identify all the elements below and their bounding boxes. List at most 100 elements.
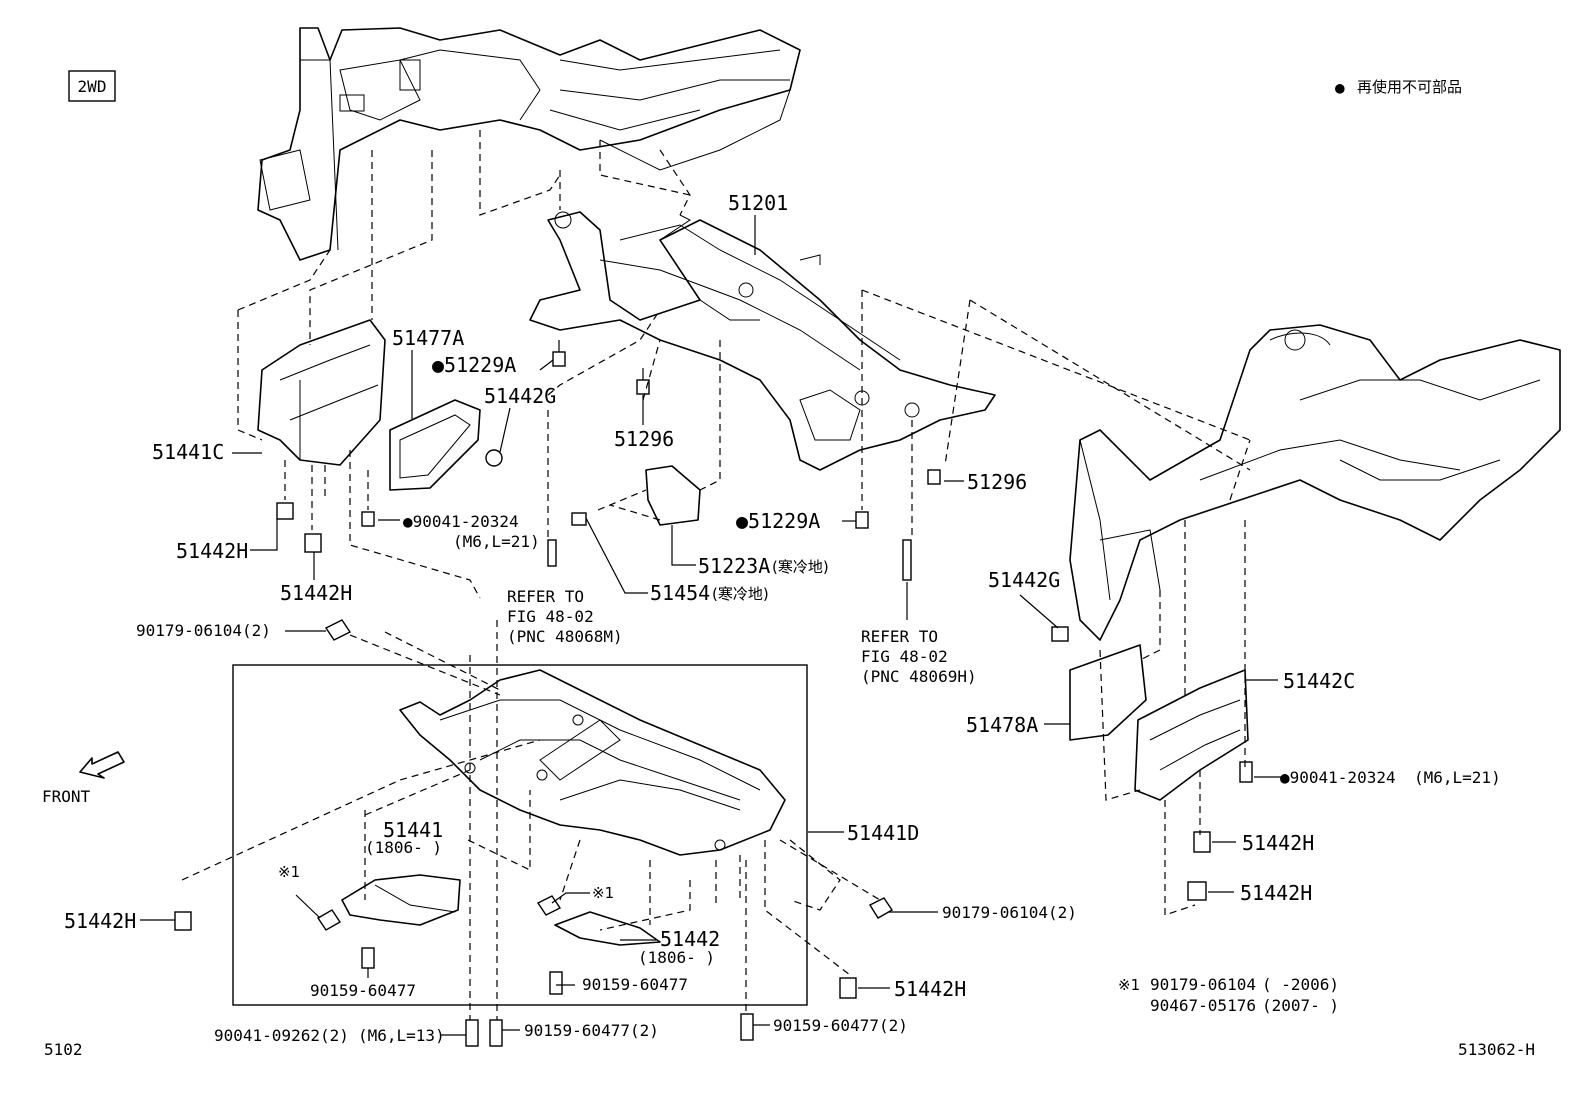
bolt-icon	[304, 533, 322, 553]
callout-90159-60477-b: 90159-60477	[582, 975, 688, 994]
bolt-icon	[552, 340, 566, 367]
leader-lines	[140, 215, 1284, 1036]
callout-51442h-f: 51442H	[894, 977, 966, 1001]
bolt-icon	[1193, 831, 1211, 853]
clip-icon	[536, 895, 562, 916]
callout-90041-20324-left-spec: (M6,L=21)	[453, 532, 540, 551]
bolt-icon	[927, 469, 941, 485]
bolt-icon	[174, 911, 192, 931]
bolt-icon	[547, 539, 557, 567]
refer-right-line1: REFER TO	[861, 627, 938, 646]
callout-51442h-a: 51442H	[176, 539, 248, 563]
bolt-icon	[549, 971, 563, 995]
variant-badge-text: 2WD	[78, 77, 107, 96]
legend: ● 再使用不可部品	[1335, 78, 1462, 97]
callout-51296-left: 51296	[614, 427, 674, 451]
figure-id: 513062-H	[1458, 1040, 1535, 1059]
callout-51441-range: (1806- )	[365, 838, 442, 857]
page-ref: 5102	[44, 1040, 83, 1059]
callout-51441d: 51441D	[847, 821, 919, 845]
refer-right-line2: FIG 48-02	[861, 647, 948, 666]
crossmember-51201	[529, 211, 996, 471]
bolt-icon	[276, 502, 294, 520]
callout-90159-60477-a: 90159-60477	[310, 981, 416, 1000]
callout-90159-60477-2a: 90159-60477(2)	[524, 1021, 659, 1040]
bracket-51223a	[645, 465, 701, 526]
bolt-icon	[1051, 626, 1069, 642]
callout-51454: 51454	[650, 581, 710, 605]
bolt-icon	[839, 977, 857, 999]
cover-51478a	[1069, 644, 1147, 741]
marker-x1-a: ※1	[278, 863, 300, 881]
callout-90041-09262-spec: (M6,L=13)	[358, 1026, 445, 1045]
callout-51441c: 51441C	[152, 440, 224, 464]
callout-51442c: 51442C	[1283, 669, 1355, 693]
variant-badge: 2WD	[68, 70, 116, 102]
bolt-icon	[636, 368, 650, 395]
callout-51442g-right: 51442G	[988, 568, 1060, 592]
cover-51442c	[1134, 669, 1249, 801]
bolt-icon	[740, 1013, 754, 1041]
footnote: ※1 90179-06104 ( -2006) 90467-05176 (200…	[1118, 975, 1339, 1015]
bolt-icon	[855, 511, 869, 529]
callout-51229a-right: ●51229A	[736, 509, 820, 533]
bolt-icon	[465, 1019, 479, 1047]
callout-90041-20324-right: ●90041-20324	[1280, 768, 1396, 787]
footnote-line1-part: 90179-06104	[1150, 975, 1256, 994]
refer-right-line3: (PNC 48069H)	[861, 667, 977, 686]
fastener-icons	[174, 340, 1253, 1047]
callout-51296-right: 51296	[967, 470, 1027, 494]
bolt-icon	[489, 1019, 503, 1047]
bolt-icon	[902, 539, 912, 581]
callout-51441: 51441	[383, 818, 443, 842]
clip-icon	[869, 897, 893, 919]
bolt-icon	[361, 511, 375, 527]
footnote-line1-range: ( -2006)	[1262, 975, 1339, 994]
callout-51454-note: (寒冷地)	[712, 585, 769, 603]
callout-51442h-e: 51442H	[64, 909, 136, 933]
callout-90179-06104-right: 90179-06104(2)	[942, 903, 1077, 922]
callout-51442h-d: 51442H	[1240, 881, 1312, 905]
bolt-icon	[485, 449, 503, 467]
bolt-icon	[1187, 881, 1207, 901]
footnote-line2-part: 90467-05176	[1150, 996, 1256, 1015]
clip-icon	[317, 909, 341, 931]
bolt-icon	[571, 512, 587, 526]
front-label: FRONT	[42, 787, 91, 806]
cover-51441c	[257, 319, 386, 466]
callout-51478a: 51478A	[966, 713, 1038, 737]
refer-left-line1: REFER TO	[507, 587, 584, 606]
marker-x1-b: ※1	[592, 884, 614, 902]
front-body-frame	[257, 27, 801, 261]
callout-51477a: 51477A	[392, 326, 464, 350]
cover-51477a	[389, 399, 481, 491]
refer-left-line2: FIG 48-02	[507, 607, 594, 626]
callout-51229a-top: ●51229A	[432, 353, 516, 377]
front-arrow-icon	[79, 751, 125, 779]
bolt-icon	[361, 947, 375, 969]
legend-symbol: ●	[1335, 78, 1345, 97]
clip-icon	[324, 619, 352, 641]
engine-under-cover-51441d	[399, 669, 786, 856]
refer-left-line3: (PNC 48068M)	[507, 627, 623, 646]
callout-51223a-note: (寒冷地)	[772, 558, 829, 576]
callout-90159-60477-2b: 90159-60477(2)	[773, 1016, 908, 1035]
reference-lines	[181, 130, 1251, 1020]
callout-90179-06104-left: 90179-06104(2)	[136, 621, 271, 640]
footnote-marker: ※1	[1118, 976, 1140, 994]
bolt-icon	[1239, 761, 1253, 783]
callout-51223a: 51223A	[698, 554, 770, 578]
callout-51442h-b: 51442H	[280, 581, 352, 605]
callout-90041-20324-left: ●90041-20324	[403, 512, 519, 531]
engine-under-cover-group-frame	[232, 664, 808, 1006]
right-body-frame	[1069, 324, 1561, 641]
callout-51442h-c: 51442H	[1242, 831, 1314, 855]
callout-51201: 51201	[728, 191, 788, 215]
callout-51442-range: (1806- )	[638, 948, 715, 967]
footnote-line2-range: (2007- )	[1262, 996, 1339, 1015]
legend-text: 再使用不可部品	[1357, 78, 1462, 96]
cover-51441	[341, 874, 461, 926]
callout-51442: 51442	[660, 927, 720, 951]
callout-51442g-left: 51442G	[484, 384, 556, 408]
